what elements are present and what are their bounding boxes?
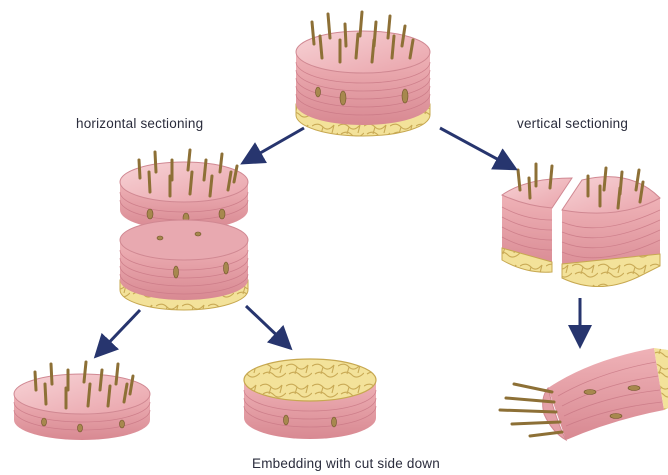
- arrow-icon: [248, 128, 304, 160]
- embedded-upper-section: [14, 362, 150, 440]
- arrow-icon: [440, 128, 510, 166]
- vertical-split-biopsy: [502, 164, 660, 287]
- horizontal-split-biopsy: [120, 150, 248, 310]
- full-biopsy: [296, 12, 430, 136]
- arrow-icon: [246, 306, 286, 344]
- embedded-lower-section: [244, 359, 376, 439]
- arrow-icon: [100, 310, 140, 352]
- embedding-caption: Embedding with cut side down: [252, 456, 440, 471]
- vertical-sectioning-label: vertical sectioning: [517, 116, 628, 131]
- embedded-vertical-section: [500, 348, 668, 440]
- horizontal-sectioning-label: horizontal sectioning: [76, 116, 203, 131]
